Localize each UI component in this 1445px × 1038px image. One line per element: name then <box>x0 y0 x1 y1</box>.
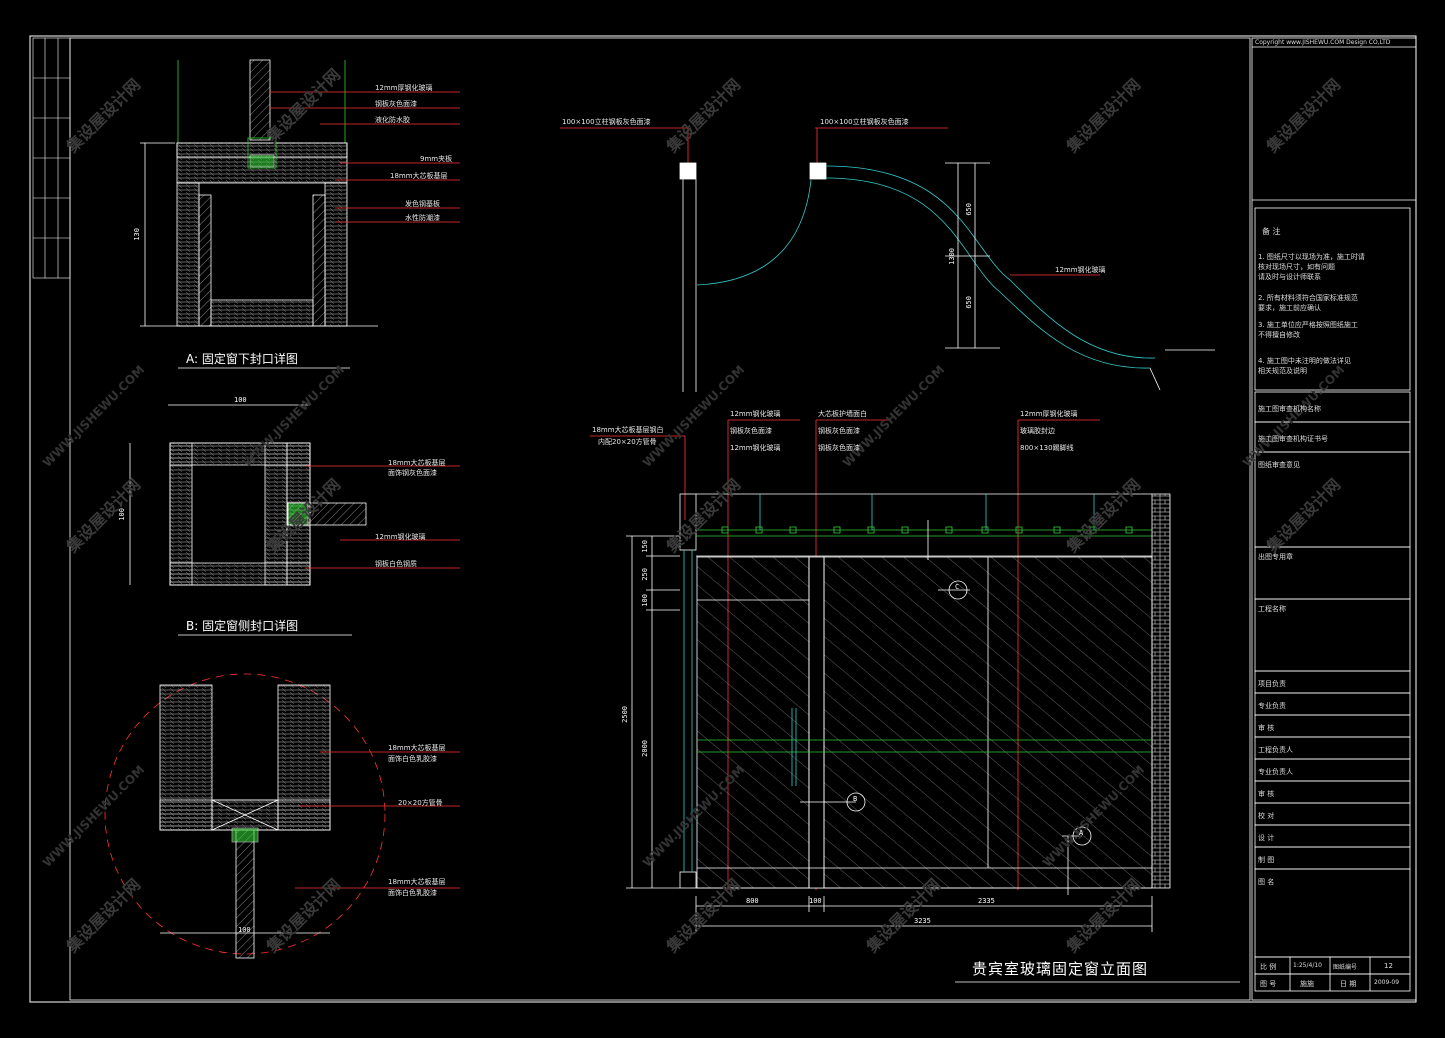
elevation-dim-left: 150 <box>641 540 649 553</box>
detail-b-label: 钢板白色钢质 <box>375 560 417 568</box>
elevation-label: 12mm钢化玻璃 <box>730 410 781 418</box>
elevation-view <box>590 419 1240 983</box>
detail-a-title: A: 固定窗下封口详图 <box>186 352 298 366</box>
drawing-no-label: 图纸编号 <box>1333 964 1358 971</box>
elevation-label: 玻璃胶封边 <box>1020 427 1055 435</box>
tb-row: 制 图 <box>1258 856 1275 864</box>
note-line: 3. 施工单位应严格按照图纸施工 <box>1258 321 1358 329</box>
elevation-dim-left: 2000 <box>641 740 649 757</box>
elevation-dim-bottom: 3235 <box>914 917 931 925</box>
plan-dim: 1300 <box>948 248 956 265</box>
detail-a-label: 钢板灰色面漆 <box>375 100 417 108</box>
elevation-title: 贵宾室玻璃固定窗立面图 <box>972 960 1149 978</box>
detail-a-label: 发色钢基板 <box>405 200 440 208</box>
notes-title: 备 注 <box>1262 227 1281 236</box>
tb-row: 工程负责人 <box>1258 746 1293 754</box>
note-line: 要求，施工前应确认 <box>1258 304 1321 312</box>
detail-c-dim-width: 100 <box>238 926 251 934</box>
note-line: 请及时与设计师联系 <box>1258 273 1321 281</box>
plan-dim: 650 <box>965 203 973 216</box>
tb-row: 校 对 <box>1258 812 1275 820</box>
elevation-label: 大芯板护墙面白 <box>818 410 867 418</box>
note-line: 相关规范及说明 <box>1258 367 1307 375</box>
callout-label: B <box>853 795 858 803</box>
elevation-dim-left: 250 <box>641 568 649 581</box>
elevation-label: 内配20×20方管骨 <box>598 438 657 446</box>
detail-a-label: 9mm夹板 <box>420 155 453 163</box>
plan-label: 12mm钢化玻璃 <box>1055 266 1106 274</box>
copyright: Copyright www.JISHEWU.COM Design CO,LTD <box>1255 39 1391 46</box>
tb-row: 施工图审查机构证书号 <box>1258 435 1328 443</box>
elevation-label: 钢板灰色面漆 <box>818 444 860 452</box>
elevation-label: 钢板灰色面漆 <box>730 427 772 435</box>
plan-label: 100×100立柱钢板灰色面漆 <box>562 118 651 126</box>
detail-c-label: 20×20方管骨 <box>398 799 443 807</box>
detail-a-label: 液化防水胶 <box>375 116 410 124</box>
note-line: 1. 图纸尺寸以现场为准，施工时请 <box>1258 253 1365 261</box>
tb-row: 专业负责人 <box>1258 768 1293 776</box>
note-line: 4. 施工图中未注明的做法详见 <box>1258 357 1351 365</box>
note-line: 不得擅自修改 <box>1258 331 1300 339</box>
elevation-dim-bottom: 2335 <box>978 897 995 905</box>
elevation-dim-left: 2500 <box>621 706 629 723</box>
detail-b-dim-width: 100 <box>234 396 247 404</box>
tb-row: 出图专用章 <box>1258 553 1293 561</box>
scale-label: 比 例 <box>1260 963 1277 971</box>
elevation-label: 12mm厚钢化玻璃 <box>1020 410 1078 418</box>
plan-label: 100×100立柱钢板灰色面漆 <box>820 118 909 126</box>
revision-strip <box>32 37 71 279</box>
detail-a <box>140 59 460 369</box>
detail-b-label: 18mm大芯板基层 <box>388 459 446 467</box>
detail-a-label: 水性防潮漆 <box>405 214 440 222</box>
detail-a-label: 18mm大芯板基层 <box>390 172 448 180</box>
sheet-label: 图 号 <box>1260 980 1277 988</box>
plan-view <box>560 127 1215 392</box>
date-value: 2009-09 <box>1374 979 1400 986</box>
tb-row: 图纸审查意见 <box>1258 461 1300 469</box>
tb-row: 审 核 <box>1258 790 1275 798</box>
elevation-label: 12mm钢化玻璃 <box>730 444 781 452</box>
tb-row: 项目负责 <box>1258 680 1286 688</box>
tb-row: 设 计 <box>1258 834 1275 842</box>
elevation-dim-left: 100 <box>641 594 649 607</box>
detail-c-label: 面饰白色乳胶漆 <box>388 755 437 763</box>
detail-c-label: 18mm大芯板基层 <box>388 744 446 752</box>
detail-b <box>129 404 460 636</box>
elevation-label: 18mm大芯板基层钢白 <box>592 426 664 434</box>
note-line: 2. 所有材料须符合国家标准规范 <box>1258 294 1358 302</box>
note-line: 核对现场尺寸，如有问题 <box>1258 263 1335 271</box>
callout-label: C <box>955 583 960 591</box>
tb-row: 图 名 <box>1258 878 1275 886</box>
tb-row: 施工图审查机构名称 <box>1258 405 1321 413</box>
detail-b-label: 12mm钢化玻璃 <box>375 533 426 541</box>
title-block <box>1251 37 1417 1001</box>
detail-c <box>104 673 460 959</box>
tb-row: 工程名称 <box>1258 605 1286 613</box>
elevation-label: 800×130踢脚线 <box>1020 444 1074 452</box>
plan-dim: 650 <box>965 296 973 309</box>
detail-a-dim-height: 130 <box>133 228 141 241</box>
sheet-value: 施施 <box>1300 980 1314 988</box>
detail-c-label: 面饰白色乳胶漆 <box>388 889 437 897</box>
date-label: 日 期 <box>1340 980 1357 988</box>
drawing-no-value: 12 <box>1384 962 1393 970</box>
scale-value: 1:25/4/10 <box>1293 962 1322 969</box>
tb-row: 专业负责 <box>1258 702 1286 710</box>
drawing-frame <box>69 37 1251 1001</box>
detail-c-label: 18mm大芯板基层 <box>388 878 446 886</box>
elevation-dim-bottom: 800 <box>746 897 759 905</box>
detail-b-dim-height: 100 <box>118 508 126 521</box>
detail-a-label: 12mm厚钢化玻璃 <box>375 84 433 92</box>
tb-row: 审 核 <box>1258 724 1275 732</box>
callout-label: A <box>1079 829 1084 837</box>
detail-b-title: B: 固定窗侧封口详图 <box>186 619 299 633</box>
elevation-dim-bottom: 100 <box>809 897 822 905</box>
detail-b-label: 面饰钢灰色面漆 <box>388 469 437 477</box>
elevation-label: 钢板灰色面漆 <box>818 427 860 435</box>
